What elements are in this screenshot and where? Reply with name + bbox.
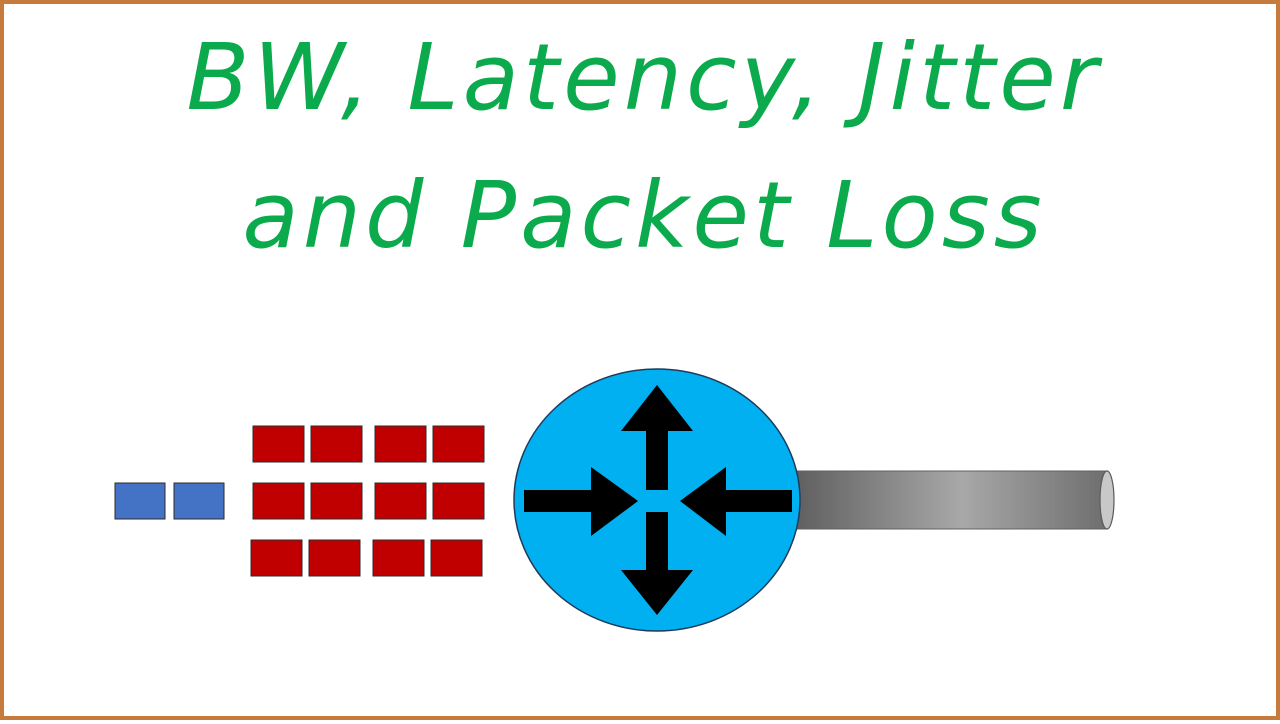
queued-packet [430, 539, 483, 577]
arrow-down-icon [621, 512, 693, 615]
queued-packet [432, 482, 485, 520]
incoming-packet [114, 482, 166, 520]
incoming-packet [173, 482, 225, 520]
queued-packet [308, 539, 361, 577]
queued-packet [310, 482, 363, 520]
queued-packet [252, 482, 305, 520]
queued-packets [250, 425, 485, 577]
router-icon [513, 368, 801, 632]
arrow-in-left-icon [524, 467, 638, 536]
arrow-up-icon [621, 385, 693, 490]
queued-packet [374, 425, 427, 463]
queued-packet [372, 539, 425, 577]
arrow-in-right-icon [680, 467, 792, 536]
incoming-packets [114, 482, 225, 520]
queued-packet [374, 482, 427, 520]
pipe-link [784, 470, 1115, 530]
title-line-1: BW, Latency, Jitter [186, 24, 1102, 131]
title-line-2: and Packet Loss [242, 162, 1046, 269]
queued-packet [250, 539, 303, 577]
router-body [513, 368, 801, 632]
queued-packet [310, 425, 363, 463]
pipe-end [1099, 470, 1115, 530]
router-arrows [524, 385, 792, 615]
queued-packet [432, 425, 485, 463]
network-diagram [114, 368, 1115, 632]
queued-packet [252, 425, 305, 463]
